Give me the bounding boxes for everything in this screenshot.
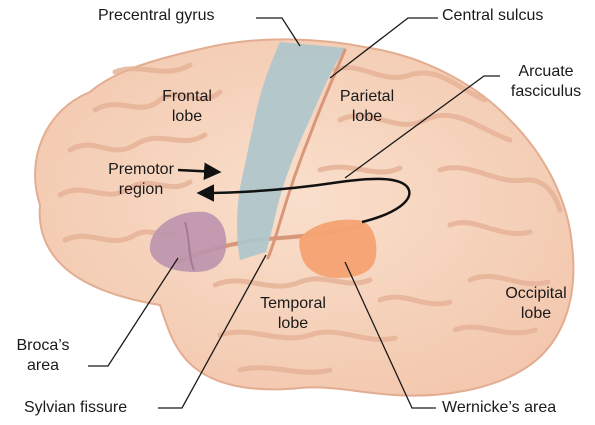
- label-parietal-line1: Parietal: [330, 87, 404, 107]
- label-arcuate-line1: Arcuate: [506, 62, 586, 82]
- label-parietal-line2: lobe: [330, 107, 404, 127]
- label-broca-line1: Broca’s: [8, 336, 78, 356]
- label-frontal-lobe: Frontal lobe: [152, 87, 222, 127]
- label-temporal-lobe: Temporal lobe: [250, 294, 336, 334]
- label-arcuate-line2: fasciculus: [506, 82, 586, 102]
- label-frontal-line2: lobe: [152, 107, 222, 127]
- label-frontal-line1: Frontal: [152, 87, 222, 107]
- label-occipital-line2: lobe: [496, 304, 576, 324]
- label-arcuate-fasciculus: Arcuate fasciculus: [506, 62, 586, 102]
- label-premotor-region: Premotor region: [100, 160, 182, 200]
- label-temporal-line2: lobe: [250, 314, 336, 334]
- label-premotor-line1: Premotor: [100, 160, 182, 180]
- label-broca-line2: area: [8, 356, 78, 376]
- label-temporal-line1: Temporal: [250, 294, 336, 314]
- label-broca-area: Broca’s area: [8, 336, 78, 376]
- label-premotor-line2: region: [100, 180, 182, 200]
- label-parietal-lobe: Parietal lobe: [330, 87, 404, 127]
- label-sylvian-fissure: Sylvian fissure: [24, 398, 127, 418]
- label-occipital-lobe: Occipital lobe: [496, 284, 576, 324]
- label-occipital-line1: Occipital: [496, 284, 576, 304]
- label-precentral-gyrus: Precentral gyrus: [98, 6, 215, 26]
- label-wernicke-area: Wernicke’s area: [442, 398, 556, 418]
- label-central-sulcus: Central sulcus: [442, 6, 543, 26]
